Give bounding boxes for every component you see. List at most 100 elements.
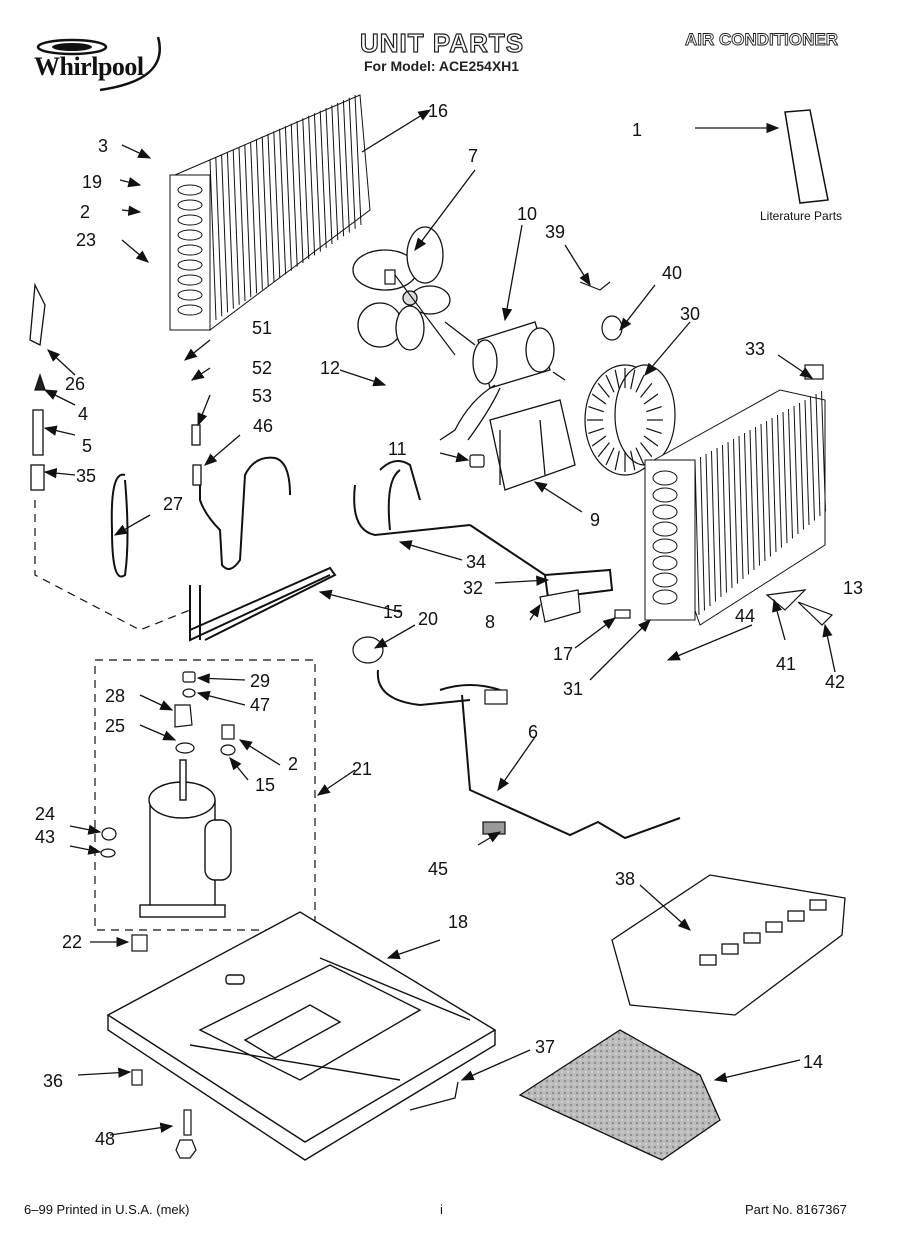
- leader-arrow: [196, 690, 246, 706]
- literature-booklet: [784, 109, 829, 204]
- literature-parts-label: Literature Parts: [760, 209, 843, 223]
- callout-41: 41: [776, 654, 796, 674]
- capillary-strainer-parts: [29, 282, 202, 491]
- callout-46: 46: [253, 416, 273, 436]
- callout-29: 29: [250, 671, 270, 691]
- callout-40: 40: [662, 263, 682, 283]
- callout-30: 30: [680, 304, 700, 324]
- callout-14: 14: [803, 1052, 823, 1072]
- callout-12: 12: [320, 358, 340, 378]
- evaporator-coil: [644, 389, 826, 626]
- compressor-fasteners: [100, 671, 236, 1159]
- blower-wheel: [584, 364, 676, 476]
- leader-arrow: [494, 575, 550, 586]
- wire-harness: [376, 669, 681, 840]
- fan-motor: [439, 321, 566, 441]
- callout-27: 27: [163, 494, 183, 514]
- leader-arrow: [119, 177, 142, 188]
- callout-26: 26: [65, 374, 85, 394]
- leader-arrow: [639, 884, 691, 931]
- callout-9: 9: [590, 510, 600, 530]
- leader-arrow: [713, 1059, 801, 1083]
- leader-arrow: [121, 205, 142, 216]
- callout-31: 31: [563, 679, 583, 699]
- callout-5: 5: [82, 436, 92, 456]
- leader-arrow: [43, 467, 76, 479]
- leader-arrow: [497, 736, 536, 792]
- leader-arrow: [339, 369, 387, 387]
- leader-arrow: [398, 540, 463, 561]
- leader-arrow: [229, 756, 249, 781]
- leader-arrow: [139, 694, 174, 711]
- leader-arrow: [318, 589, 401, 613]
- leader-arrow: [564, 244, 591, 287]
- callout-1: 1: [632, 120, 642, 140]
- brand-name: Whirlpool: [34, 52, 144, 81]
- leader-arrow: [183, 339, 211, 361]
- callout-13: 13: [843, 578, 863, 598]
- callout-19: 19: [82, 172, 102, 192]
- leader-arrow: [238, 739, 281, 766]
- model-subtitle: For Model: ACE254XH1: [364, 58, 520, 74]
- callout-17: 17: [553, 644, 573, 664]
- fan-blade: [352, 226, 451, 351]
- callout-52: 52: [252, 358, 272, 378]
- callout-28: 28: [105, 686, 125, 706]
- leader-arrow: [69, 844, 102, 855]
- footer-part-number: Part No. 8167367: [745, 1202, 847, 1217]
- compressor: [139, 759, 232, 918]
- leader-arrow: [460, 1049, 531, 1081]
- leader-arrow: [204, 434, 241, 466]
- callout-38: 38: [615, 869, 635, 889]
- leader-arrow: [121, 239, 149, 263]
- leader-arrow: [822, 623, 836, 673]
- base-pan: [106, 911, 497, 1161]
- leader-arrow: [316, 769, 356, 796]
- callout-42: 42: [825, 672, 845, 692]
- callout-43: 43: [35, 827, 55, 847]
- motor-mount: [489, 399, 576, 491]
- drain-clip: [409, 1081, 459, 1111]
- leader-arrow: [644, 321, 691, 376]
- leader-arrow: [574, 617, 617, 649]
- callout-53: 53: [252, 386, 272, 406]
- leader-arrow: [196, 673, 246, 684]
- leader-arrow: [69, 824, 102, 835]
- callout-21: 21: [352, 759, 372, 779]
- callout-35: 35: [76, 466, 96, 486]
- leader-arrow: [43, 389, 76, 406]
- leader-arrow: [113, 514, 151, 536]
- condenser-coil: [169, 94, 371, 331]
- callout-20: 20: [418, 609, 438, 629]
- leader-arrow: [772, 598, 786, 641]
- product-category: AIR CONDITIONER: [685, 30, 839, 50]
- callout-51: 51: [252, 318, 272, 338]
- leader-arrow: [197, 394, 211, 427]
- leader-arrow: [439, 452, 470, 463]
- leader-arrow: [501, 224, 523, 322]
- leader-arrow: [666, 624, 753, 661]
- leader-arrow: [777, 354, 814, 379]
- footer-page-number: i: [440, 1202, 443, 1217]
- callout-37: 37: [535, 1037, 555, 1057]
- leader-arrow: [47, 349, 76, 376]
- callout-7: 7: [468, 146, 478, 166]
- callout-39: 39: [545, 222, 565, 242]
- callout-32: 32: [463, 578, 483, 598]
- callout-15: 15: [255, 775, 275, 795]
- callout-22: 22: [62, 932, 82, 952]
- callout-8: 8: [485, 612, 495, 632]
- callout-16: 16: [428, 101, 448, 121]
- leader-arrow: [109, 1122, 174, 1136]
- leader-arrow: [414, 169, 476, 252]
- leader-arrow: [121, 144, 152, 159]
- callout-33: 33: [745, 339, 765, 359]
- logo-swoosh-icon: [36, 36, 161, 92]
- callout-2: 2: [288, 754, 298, 774]
- leader-arrow: [43, 425, 76, 436]
- leader-arrow: [361, 109, 432, 153]
- callout-36: 36: [43, 1071, 63, 1091]
- callout-2: 2: [80, 202, 90, 222]
- control-bracket: [611, 874, 846, 1016]
